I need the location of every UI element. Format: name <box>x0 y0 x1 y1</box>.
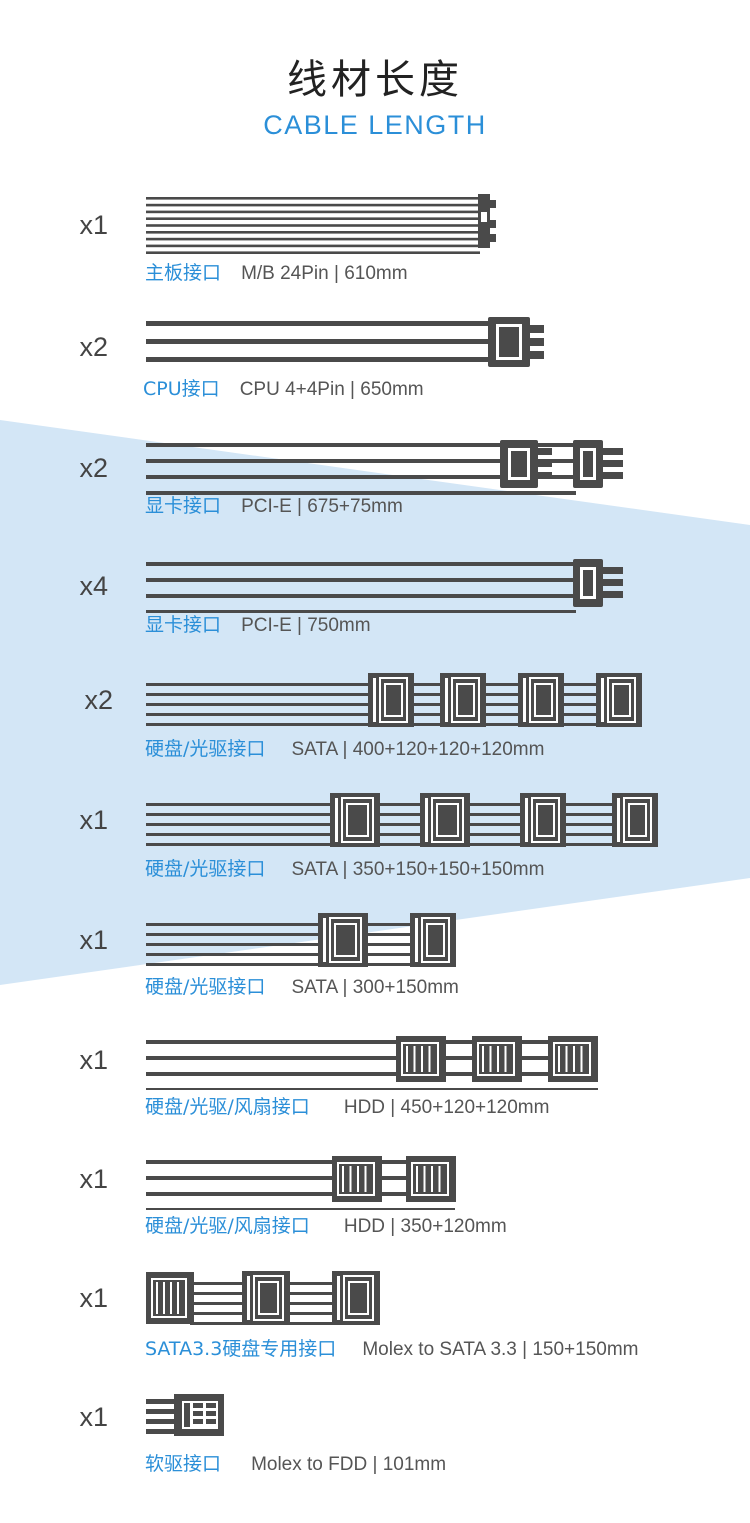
cable-quantity: x1 <box>79 1045 108 1075</box>
cable-label: 主板接口 M/B 24Pin | 610mm <box>145 261 408 286</box>
connector-spec: HDD | 450+120+120mm <box>343 1097 550 1118</box>
connector-type-zh: 硬盘/光驱接口 <box>145 738 266 760</box>
connector-spec: CPU 4+4Pin | 650mm <box>239 379 424 400</box>
connector-spec: SATA | 400+120+120+120mm <box>291 739 545 760</box>
connector-type-zh: 硬盘/光驱/风扇接口 <box>145 1096 310 1118</box>
pcie-cable-illustration <box>146 559 623 613</box>
connector-type-zh: 软驱接口 <box>145 1453 222 1475</box>
cable-quantity: x1 <box>79 1164 108 1194</box>
connector-spec: PCI-E | 750mm <box>241 615 371 636</box>
connector-type-zh: 显卡接口 <box>145 495 222 517</box>
cable-label: 硬盘/光驱接口 SATA | 300+150mm <box>145 975 459 1000</box>
cable-label: 显卡接口 PCI-E | 675+75mm <box>145 494 403 519</box>
connector-spec: PCI-E | 675+75mm <box>241 496 403 517</box>
cable-quantity: x1 <box>79 925 108 955</box>
cable-label: 硬盘/光驱/风扇接口 HDD | 450+120+120mm <box>145 1095 549 1120</box>
sata-4b-cable-illustration <box>146 793 658 847</box>
connector-type-zh: 显卡接口 <box>145 614 222 636</box>
cable-label: 显卡接口 PCI-E | 750mm <box>145 613 371 638</box>
cable-quantity: x1 <box>79 1402 108 1432</box>
pcie-split-cable-illustration <box>146 440 623 495</box>
molex-sata33-cable-illustration <box>146 1271 380 1325</box>
connector-type-zh: CPU接口 <box>143 378 220 400</box>
connector-type-zh: 硬盘/光驱/风扇接口 <box>145 1215 310 1237</box>
cable-quantity: x2 <box>79 453 108 483</box>
cable-label: CPU接口 CPU 4+4Pin | 650mm <box>143 377 424 402</box>
connector-type-zh: 主板接口 <box>145 262 222 284</box>
cable-quantity: x1 <box>79 805 108 835</box>
connector-spec: Molex to FDD | 101mm <box>251 1454 447 1475</box>
connector-spec: M/B 24Pin | 610mm <box>241 263 408 284</box>
cable-label: 硬盘/光驱接口 SATA | 400+120+120+120mm <box>145 737 544 762</box>
connector-spec: HDD | 350+120mm <box>343 1216 507 1237</box>
cable-quantity: x1 <box>79 210 108 240</box>
connector-spec: Molex to SATA 3.3 | 150+150mm <box>362 1339 639 1360</box>
connector-spec: SATA | 300+150mm <box>291 977 459 998</box>
cable-label: 硬盘/光驱接口 SATA | 350+150+150+150mm <box>145 857 544 882</box>
cable-quantity: x2 <box>84 685 113 715</box>
cable-label: 软驱接口 Molex to FDD | 101mm <box>145 1452 446 1477</box>
cable-quantity: x1 <box>79 1283 108 1313</box>
mb-24pin-cable-illustration <box>146 194 496 254</box>
cable-label: SATA3.3硬盘专用接口 Molex to SATA 3.3 | 150+15… <box>145 1337 639 1362</box>
hdd-2-cable-illustration <box>146 1156 456 1210</box>
page-title: 线材长度 <box>287 57 463 103</box>
cpu-cable-illustration <box>146 317 544 367</box>
cable-label: 硬盘/光驱/风扇接口 HDD | 350+120mm <box>145 1214 507 1239</box>
connector-type-zh: 硬盘/光驱接口 <box>145 976 266 998</box>
cable-quantity: x4 <box>79 571 108 601</box>
molex-fdd-cable-illustration <box>146 1394 224 1436</box>
page-subtitle: CABLE LENGTH <box>263 110 487 140</box>
connector-spec: SATA | 350+150+150+150mm <box>291 859 545 880</box>
sata-4-cable-illustration <box>146 673 642 727</box>
connector-type-zh: 硬盘/光驱接口 <box>145 858 266 880</box>
cable-quantity: x2 <box>79 332 108 362</box>
sata-2-cable-illustration <box>146 913 456 967</box>
hdd-3-cable-illustration <box>146 1036 598 1090</box>
connector-type-zh: SATA3.3硬盘专用接口 <box>145 1338 337 1360</box>
